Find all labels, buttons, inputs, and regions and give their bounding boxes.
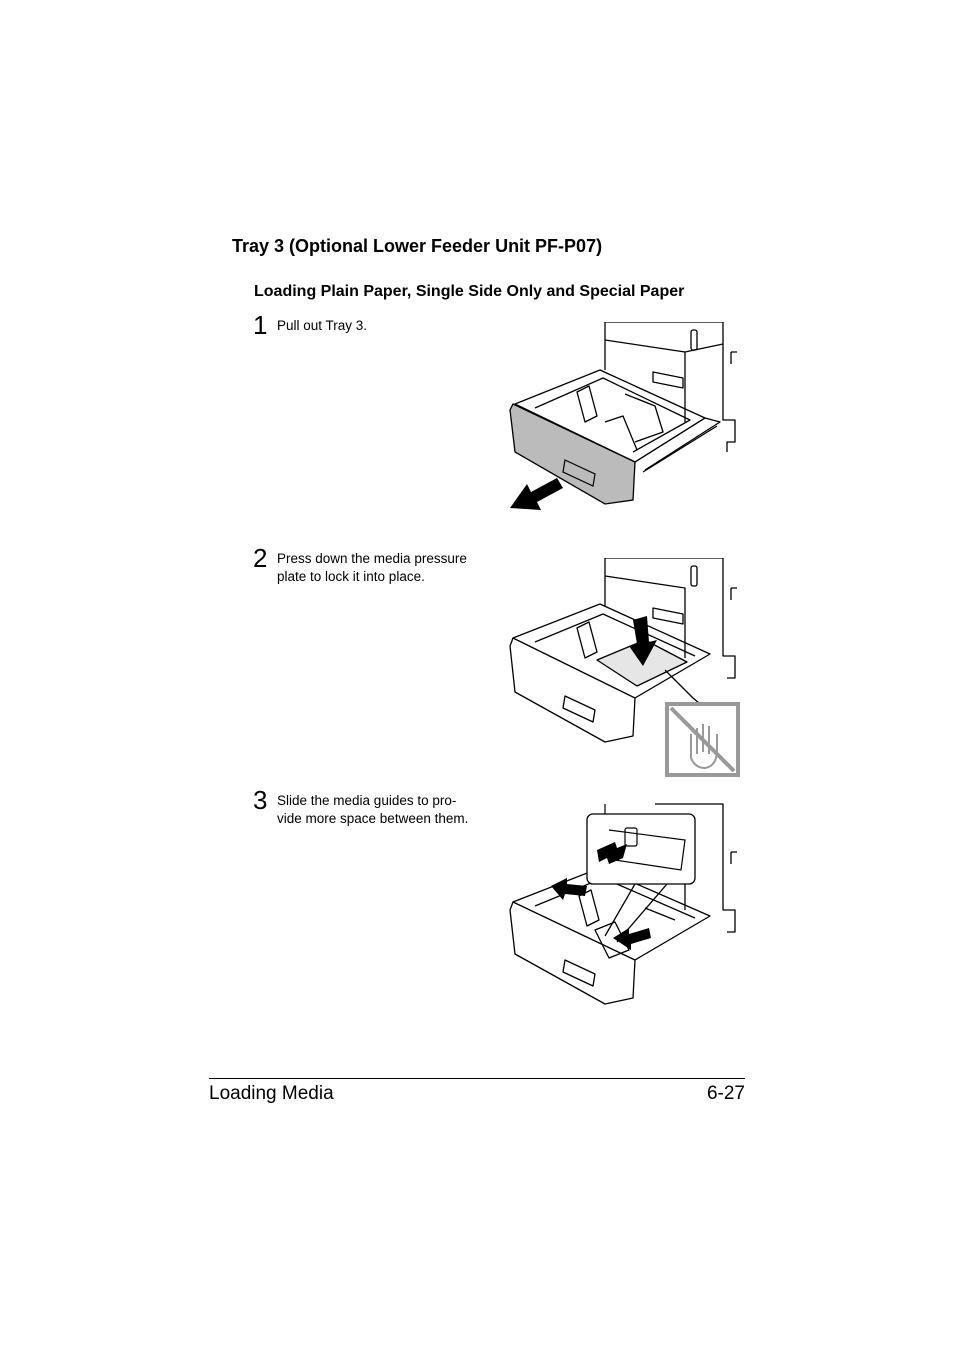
page-number: 6-27 [706, 1083, 745, 1104]
step-1-text: Pull out Tray 3. [277, 317, 492, 335]
step-2-number: 2 [253, 543, 268, 573]
footer-section-name: Loading Media [209, 1083, 334, 1104]
section-title: Tray 3 (Optional Lower Feeder Unit PF-P0… [232, 236, 603, 256]
step-3-line-1: Slide the media guides to pro- [277, 793, 457, 808]
step-1-line-1: Pull out Tray 3. [277, 318, 368, 333]
step-3-number: 3 [253, 785, 268, 815]
footer-divider [209, 1078, 745, 1079]
step-2-text: Press down the media pressure plate to l… [277, 550, 492, 586]
step-2-line-2: plate to lock it into place. [277, 569, 425, 584]
step-2-pressure-plate-illustration [509, 558, 740, 777]
step-1-tray-pulled-out-illustration [509, 322, 737, 510]
step-2-line-1: Press down the media pressure [277, 551, 467, 566]
step-3-media-guides-illustration [509, 803, 737, 1005]
step-1-number: 1 [253, 310, 268, 340]
step-3-line-2: vide more space between them. [277, 811, 469, 826]
subsection-title: Loading Plain Paper, Single Side Only an… [254, 283, 685, 300]
step-3-text: Slide the media guides to pro- vide more… [277, 792, 492, 828]
